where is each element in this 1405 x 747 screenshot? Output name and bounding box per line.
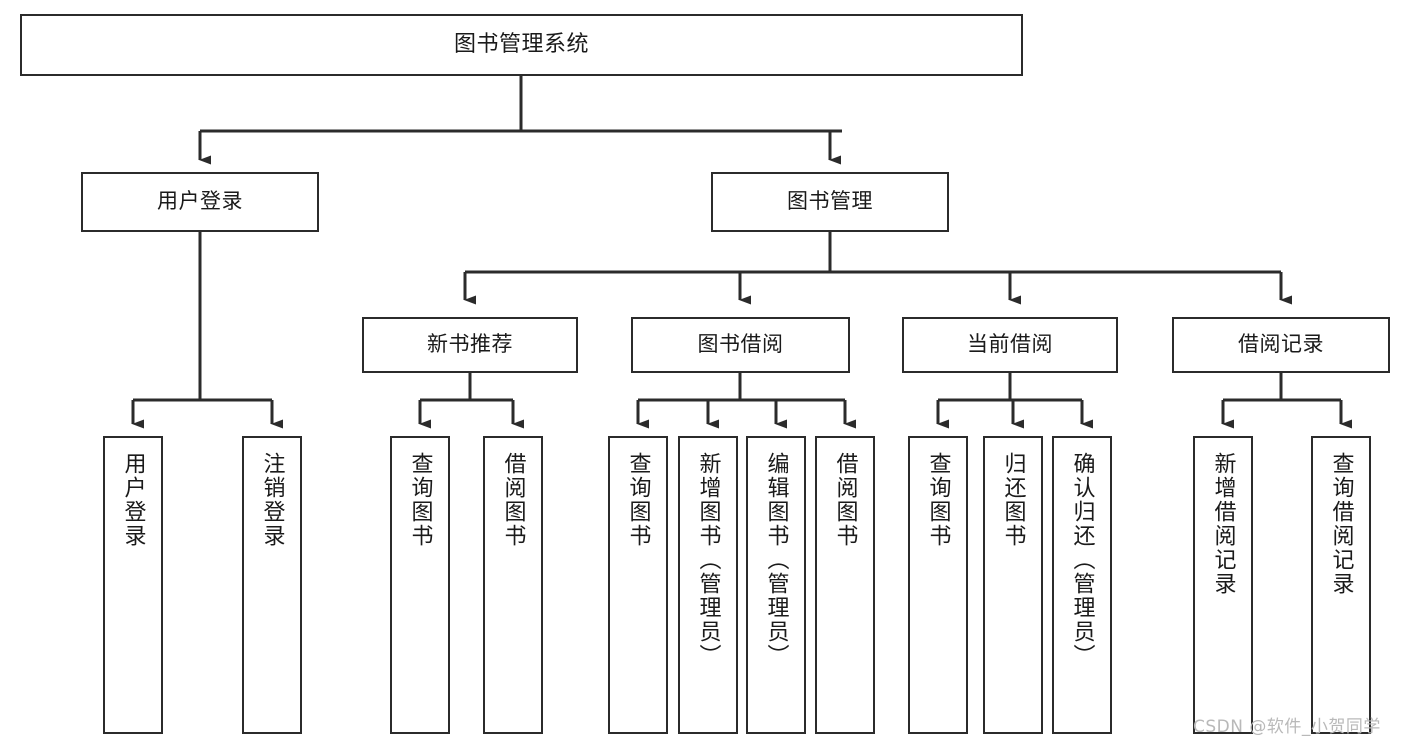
leaf-query-book-recommend[interactable]: 查询图书 — [390, 436, 450, 734]
leaf-query-book-borrow[interactable]: 查询图书 — [608, 436, 668, 734]
leaf-borrow-book[interactable]: 借阅图书 — [815, 436, 875, 734]
node-borrow-record[interactable]: 借阅记录 — [1172, 317, 1390, 373]
leaf-edit-book-admin[interactable]: 编辑图书（管理员） — [746, 436, 806, 734]
node-new-book-recommend[interactable]: 新书推荐 — [362, 317, 578, 373]
node-label: 借阅图书 — [832, 452, 858, 548]
node-label: 图书借阅 — [697, 332, 784, 357]
leaf-add-borrow-record[interactable]: 新增借阅记录 — [1193, 436, 1253, 734]
csdn-watermark: CSDN @软件_小贺同学 — [1193, 717, 1381, 737]
node-label: 借阅图书 — [500, 452, 526, 548]
node-label: 编辑图书（管理员） — [763, 452, 789, 668]
node-label: 借阅记录 — [1238, 332, 1324, 357]
node-label: 归还图书 — [1000, 452, 1026, 548]
leaf-confirm-return-admin[interactable]: 确认归还（管理员） — [1052, 436, 1112, 734]
node-label: 图书管理系统 — [453, 31, 589, 57]
leaf-return-book[interactable]: 归还图书 — [983, 436, 1043, 734]
node-label: 查询图书 — [925, 452, 951, 548]
leaf-logout[interactable]: 注销登录 — [242, 436, 302, 734]
node-label: 图书管理 — [787, 189, 873, 214]
node-root-system[interactable]: 图书管理系统 — [20, 14, 1023, 76]
node-label: 新增图书（管理员） — [695, 452, 721, 668]
node-label: 查询借阅记录 — [1328, 452, 1354, 596]
node-user-login[interactable]: 用户登录 — [81, 172, 319, 232]
node-label: 用户登录 — [120, 452, 146, 548]
node-book-management[interactable]: 图书管理 — [711, 172, 949, 232]
node-label: 查询图书 — [625, 452, 651, 548]
node-book-borrow[interactable]: 图书借阅 — [631, 317, 850, 373]
leaf-user-login[interactable]: 用户登录 — [103, 436, 163, 734]
node-label: 当前借阅 — [967, 332, 1053, 357]
leaf-query-book-current[interactable]: 查询图书 — [908, 436, 968, 734]
leaf-borrow-book-recommend[interactable]: 借阅图书 — [483, 436, 543, 734]
node-current-borrow[interactable]: 当前借阅 — [902, 317, 1118, 373]
node-label: 用户登录 — [157, 189, 243, 214]
node-label: 查询图书 — [407, 452, 433, 548]
node-label: 新书推荐 — [427, 332, 513, 357]
leaf-query-borrow-record[interactable]: 查询借阅记录 — [1311, 436, 1371, 734]
node-label: 注销登录 — [259, 452, 285, 548]
leaf-add-book-admin[interactable]: 新增图书（管理员） — [678, 436, 738, 734]
node-label: 新增借阅记录 — [1210, 452, 1236, 596]
node-label: 确认归还（管理员） — [1069, 452, 1095, 668]
